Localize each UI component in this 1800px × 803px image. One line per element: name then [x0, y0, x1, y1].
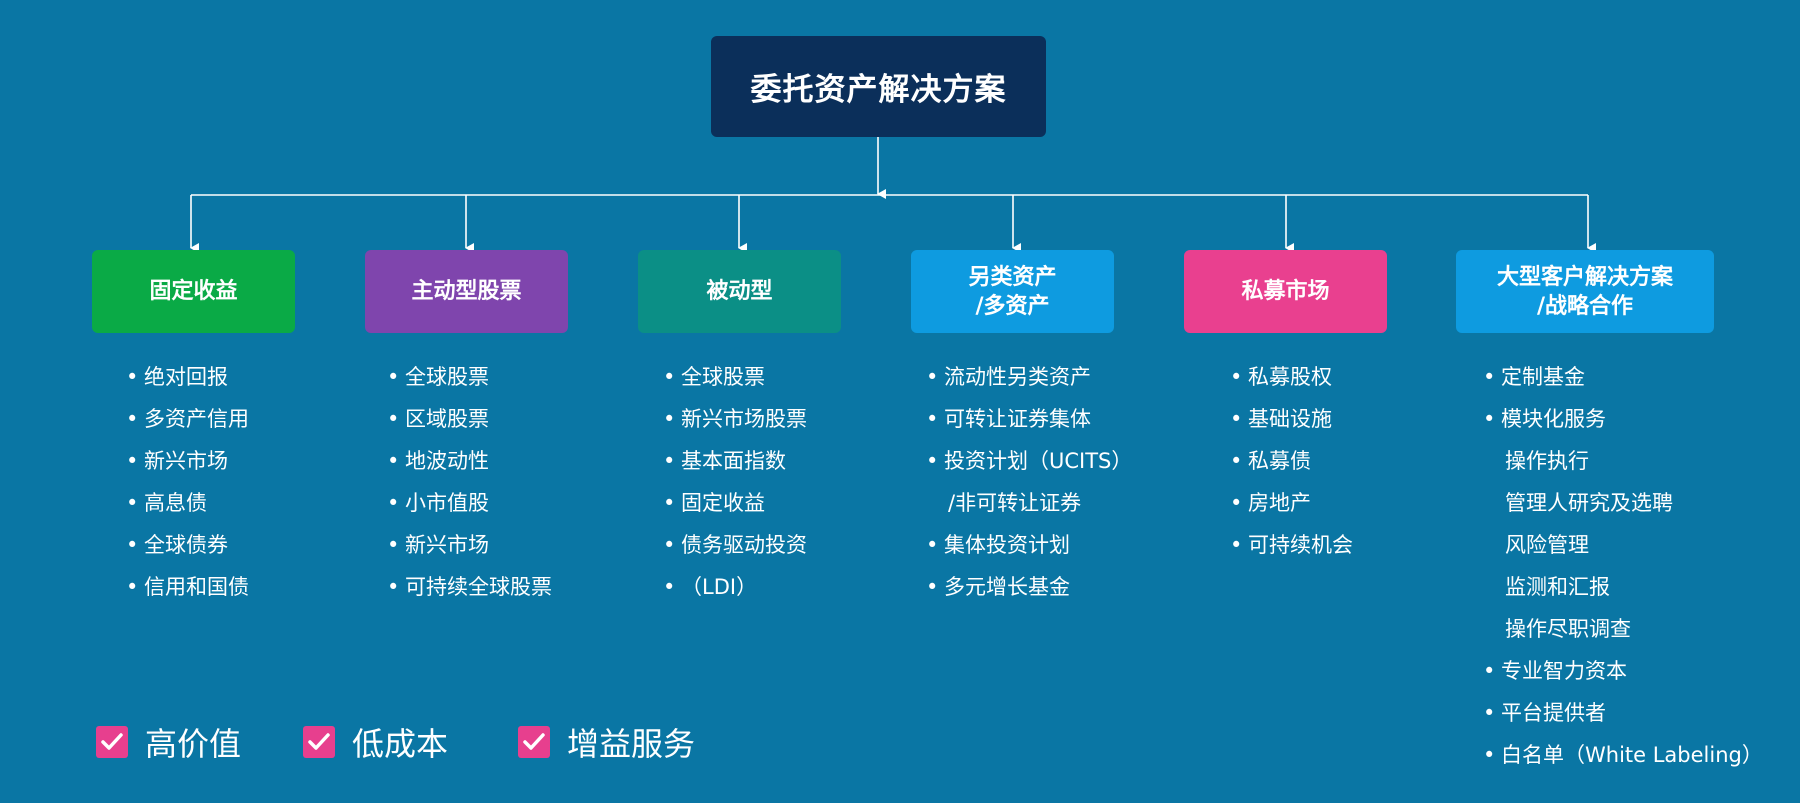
- list-item: 新兴市场: [126, 440, 249, 482]
- list-item: 集体投资计划: [926, 524, 1132, 566]
- checkmark-icon: [518, 726, 551, 758]
- list-item: （LDI）: [663, 566, 807, 608]
- checkmark-icon: [303, 726, 336, 758]
- large-client-list: 定制基金模块化服务操作执行管理人研究及选聘风险管理监测和汇报操作尽职调查专业智力…: [1483, 356, 1763, 776]
- category-box-private-markets: 私募市场: [1184, 250, 1387, 333]
- list-item: 多元增长基金: [926, 566, 1132, 608]
- list-item: 债务驱动投资: [663, 524, 807, 566]
- list-item: 地波动性: [387, 440, 552, 482]
- list-item: 可转让证券集体: [926, 398, 1132, 440]
- list-item: 高息债: [126, 482, 249, 524]
- passive-list: 全球股票新兴市场股票基本面指数固定收益债务驱动投资（LDI）: [663, 356, 807, 608]
- list-item: 绝对回报: [126, 356, 249, 398]
- list-item: 可持续机会: [1230, 524, 1353, 566]
- list-item: 基本面指数: [663, 440, 807, 482]
- list-item: 固定收益: [663, 482, 807, 524]
- value-checklist: 高价值 低成本 增益服务: [96, 718, 695, 766]
- check-item-high-value: 高价值: [96, 719, 241, 765]
- category-box-passive: 被动型: [638, 250, 841, 333]
- category-box-active-equity: 主动型股票: [365, 250, 568, 333]
- private-markets-list: 私募股权基础设施私募债房地产可持续机会: [1230, 356, 1353, 566]
- category-box-large-client-solutions: 大型客户解决方案 /战略合作: [1456, 250, 1714, 333]
- list-item: 操作尽职调查: [1505, 617, 1631, 641]
- list-item: 监测和汇报: [1505, 575, 1610, 599]
- alternatives-list: 流动性另类资产可转让证券集体投资计划（UCITS） /非可转让证券集体投资计划多元…: [926, 356, 1132, 608]
- list-item: 信用和国债: [126, 566, 249, 608]
- list-item: 操作执行: [1505, 449, 1589, 473]
- list-item: 全球股票: [663, 356, 807, 398]
- root-node: 委托资产解决方案: [711, 36, 1046, 137]
- list-item: 平台提供者: [1483, 692, 1763, 734]
- check-label: 低成本: [352, 725, 449, 763]
- list-item: 白名单（White Labeling）: [1483, 734, 1763, 776]
- list-item: 基础设施: [1230, 398, 1353, 440]
- list-item: 新兴市场股票: [663, 398, 807, 440]
- list-item: 房地产: [1230, 482, 1353, 524]
- list-item: 可持续全球股票: [387, 566, 552, 608]
- list-item: 流动性另类资产: [926, 356, 1132, 398]
- checkmark-icon: [96, 726, 128, 758]
- check-item-value-added-services: 增益服务: [518, 719, 695, 765]
- check-label: 增益服务: [567, 725, 696, 763]
- list-item: 多资产信用: [126, 398, 249, 440]
- list-item: 专业智力资本: [1483, 650, 1763, 692]
- list-item: 管理人研究及选聘: [1505, 491, 1673, 515]
- active-equity-list: 全球股票区域股票地波动性小市值股新兴市场可持续全球股票: [387, 356, 552, 608]
- list-item: 模块化服务: [1483, 398, 1763, 440]
- list-item: 私募债: [1230, 440, 1353, 482]
- list-item: 区域股票: [387, 398, 552, 440]
- list-item: 全球股票: [387, 356, 552, 398]
- list-item: 私募股权: [1230, 356, 1353, 398]
- list-item: 全球债券: [126, 524, 249, 566]
- list-item: 风险管理: [1505, 533, 1589, 557]
- list-item: 投资计划（UCITS）: [926, 440, 1132, 482]
- list-item: 定制基金: [1483, 356, 1763, 398]
- check-item-low-cost: 低成本: [303, 719, 448, 765]
- fixed-income-list: 绝对回报多资产信用新兴市场高息债全球债券信用和国债: [126, 356, 249, 608]
- category-box-fixed-income: 固定收益: [92, 250, 295, 333]
- list-item: 小市值股: [387, 482, 552, 524]
- list-item: /非可转让证券: [948, 491, 1082, 515]
- category-box-alternatives: 另类资产 /多资产: [911, 250, 1114, 333]
- check-label: 高价值: [145, 725, 242, 763]
- list-item: 新兴市场: [387, 524, 552, 566]
